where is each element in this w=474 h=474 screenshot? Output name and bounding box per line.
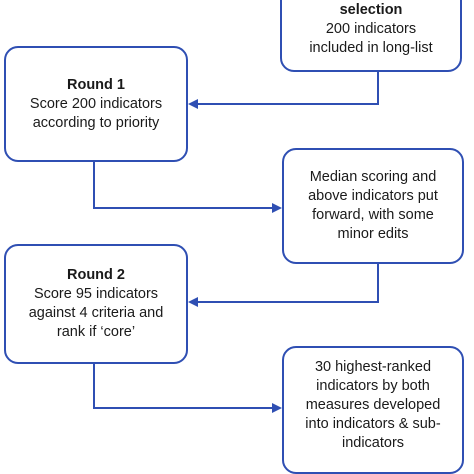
highest-line-3: measures developed xyxy=(305,397,441,413)
round2-line-1: Score 95 indicators xyxy=(33,286,159,302)
median-box: Median scoring and above indicators put … xyxy=(282,148,464,264)
round1-line-2: according to priority xyxy=(32,114,160,131)
arrow-round1-to-median xyxy=(93,162,282,213)
arrow-median-to-round2 xyxy=(188,264,379,307)
arrow-selection-to-round1 xyxy=(188,72,379,109)
highest-line-5: indicators xyxy=(341,435,405,451)
round2-box: Round 2 Score 95 indicators against 4 cr… xyxy=(4,244,188,364)
median-line-1: Median scoring and xyxy=(309,169,437,185)
highest-line-1: 30 highest-ranked xyxy=(314,359,432,375)
arrow-round2-to-highest xyxy=(93,364,282,413)
median-line-3: forward, with some xyxy=(312,207,434,223)
round1-box: Round 1 Score 200 indicators according t… xyxy=(4,46,188,162)
median-line-2: above indicators put xyxy=(308,188,438,204)
round2-line-2: against 4 criteria and xyxy=(28,305,164,321)
highest-line-2: indicators by both xyxy=(316,378,430,394)
round2-line-3: rank if ‘core’ xyxy=(56,324,136,340)
selection-line-2: included in long-list xyxy=(309,40,433,56)
round1-title: Round 1 xyxy=(67,76,125,93)
highest-ranked-box: 30 highest-ranked indicators by both mea… xyxy=(282,346,464,474)
selection-box: selection 200 indicators included in lon… xyxy=(280,0,462,72)
highest-line-4: into indicators & sub- xyxy=(305,416,441,432)
round2-title: Round 2 xyxy=(67,267,125,283)
selection-line-1: 200 indicators xyxy=(325,21,417,37)
round1-line-1: Score 200 indicators xyxy=(29,95,163,112)
median-line-4: minor edits xyxy=(337,226,409,242)
selection-title: selection xyxy=(339,2,403,18)
